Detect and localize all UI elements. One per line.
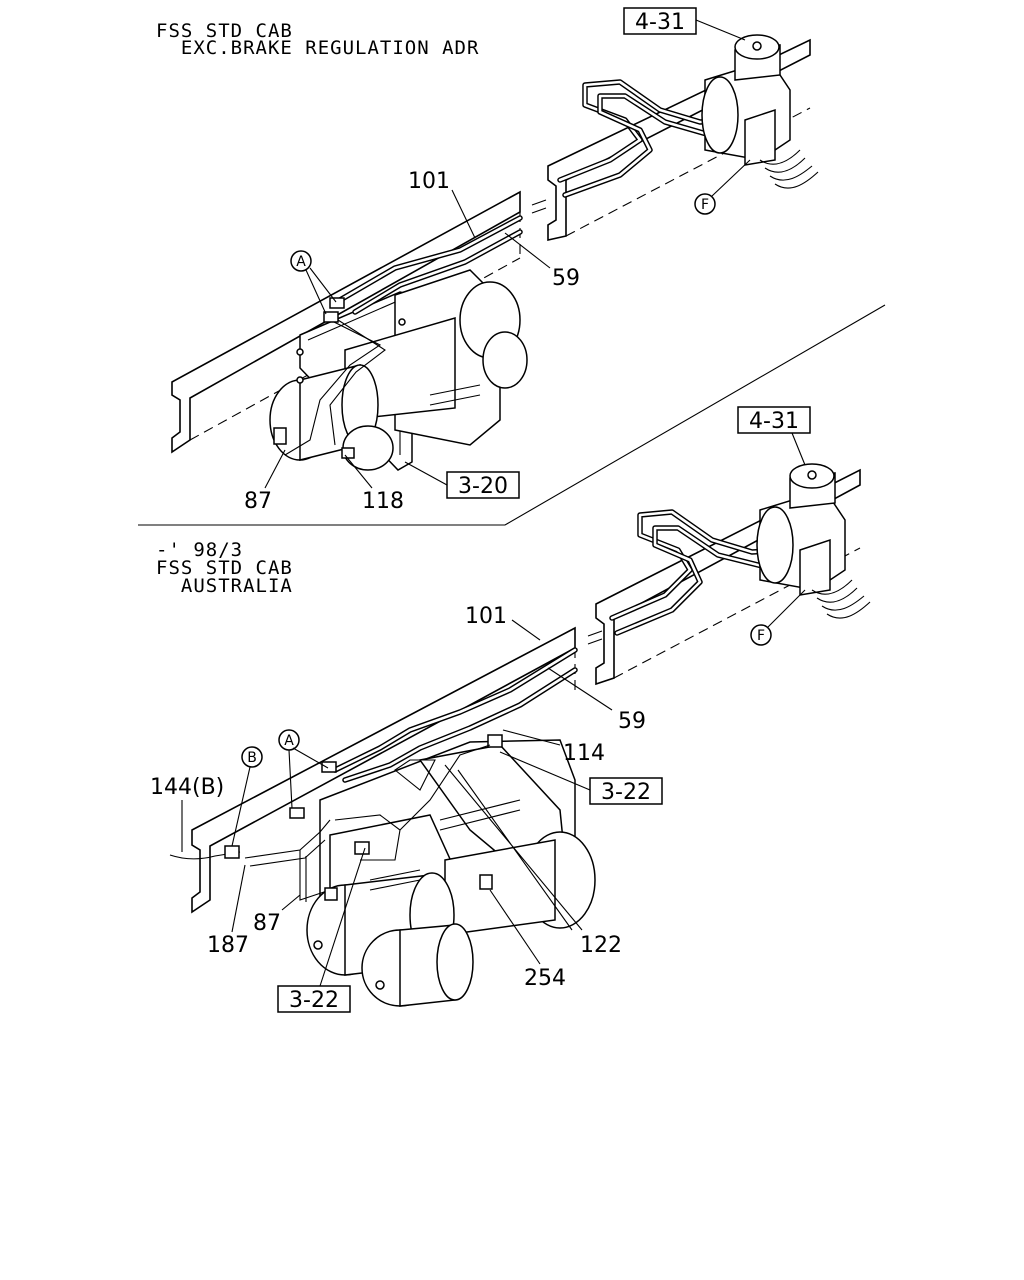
brake-pipe-top-left: [273, 215, 523, 459]
callout-118: 118: [344, 454, 404, 514]
ref-box-3-22-left: 3-22: [277, 847, 366, 1013]
callout-87-bottom: 87: [253, 894, 301, 936]
part-number-101: 101: [408, 169, 450, 194]
caption-bottom-line-3: AUSTRALIA: [156, 575, 293, 597]
marker-b-bottom: B: [231, 746, 263, 847]
marker-f-bottom: F: [750, 589, 806, 646]
section-top: FSS STD CAB EXC.BRAKE REGULATION ADR: [138, 7, 886, 526]
marker-f-top: F: [694, 159, 751, 215]
ref-box-label: 3-22: [601, 780, 651, 805]
caption-bottom-line-2: FSS STD CAB: [156, 557, 293, 579]
callout-101-bottom: 101: [465, 604, 541, 641]
relay-valve-top: [701, 34, 819, 189]
part-number-59: 59: [618, 709, 646, 734]
ref-box-label: 4-31: [635, 10, 685, 35]
brake-pipe-bottom-left: [169, 647, 578, 902]
ref-box-3-20: 3-20: [404, 461, 520, 499]
ref-box-label: 3-20: [458, 474, 508, 499]
part-number-114: 114: [563, 741, 605, 766]
ref-box-4-31-top: 4-31: [623, 7, 746, 41]
relay-valve-bottom: [756, 463, 871, 619]
ref-box-label: 4-31: [749, 409, 799, 434]
marker-a-bottom: A: [278, 729, 329, 809]
air-tank-assembly-top: [269, 269, 528, 471]
marker-a-top: A: [290, 250, 337, 315]
callout-114: 114: [502, 729, 605, 766]
ref-box-3-22-right: 3-22: [499, 751, 663, 805]
caption-top-line-1: FSS STD CAB: [156, 20, 293, 42]
callout-59-bottom: 59: [547, 667, 646, 734]
part-number-87: 87: [253, 911, 281, 936]
part-number-87: 87: [244, 489, 272, 514]
part-number-118: 118: [362, 489, 404, 514]
section-divider-line: [138, 304, 886, 526]
part-number-59: 59: [552, 266, 580, 291]
callout-59-top: 59: [504, 232, 580, 291]
callout-254: 254: [489, 889, 566, 991]
caption-top-line-2: EXC.BRAKE REGULATION ADR: [156, 37, 479, 59]
brake-pipe-bottom-right: [609, 509, 793, 636]
part-number-144b: 144(B): [150, 775, 224, 800]
callout-122: 122: [444, 764, 622, 958]
callout-144b: 144(B): [150, 775, 224, 852]
section-bottom: -' 98/3 FSS STD CAB AUSTRALIA: [150, 406, 871, 1013]
callout-87-top: 87: [244, 449, 286, 514]
callout-187: 187: [207, 864, 249, 958]
marker-f-label: F: [701, 197, 709, 213]
ref-box-label: 3-22: [289, 988, 339, 1013]
brake-pipe-top-right: [557, 79, 743, 198]
marker-a-label: A: [296, 254, 306, 270]
callout-101-top: 101: [408, 169, 476, 239]
part-number-187: 187: [207, 933, 249, 958]
marker-f-label: F: [757, 628, 765, 644]
part-number-101: 101: [465, 604, 507, 629]
caption-bottom-line-1: -' 98/3: [156, 539, 243, 561]
part-number-122: 122: [580, 933, 622, 958]
part-number-254: 254: [524, 966, 566, 991]
marker-a-label: A: [284, 733, 294, 749]
marker-b-label: B: [247, 750, 257, 766]
ref-box-4-31-bottom: 4-31: [737, 406, 811, 466]
